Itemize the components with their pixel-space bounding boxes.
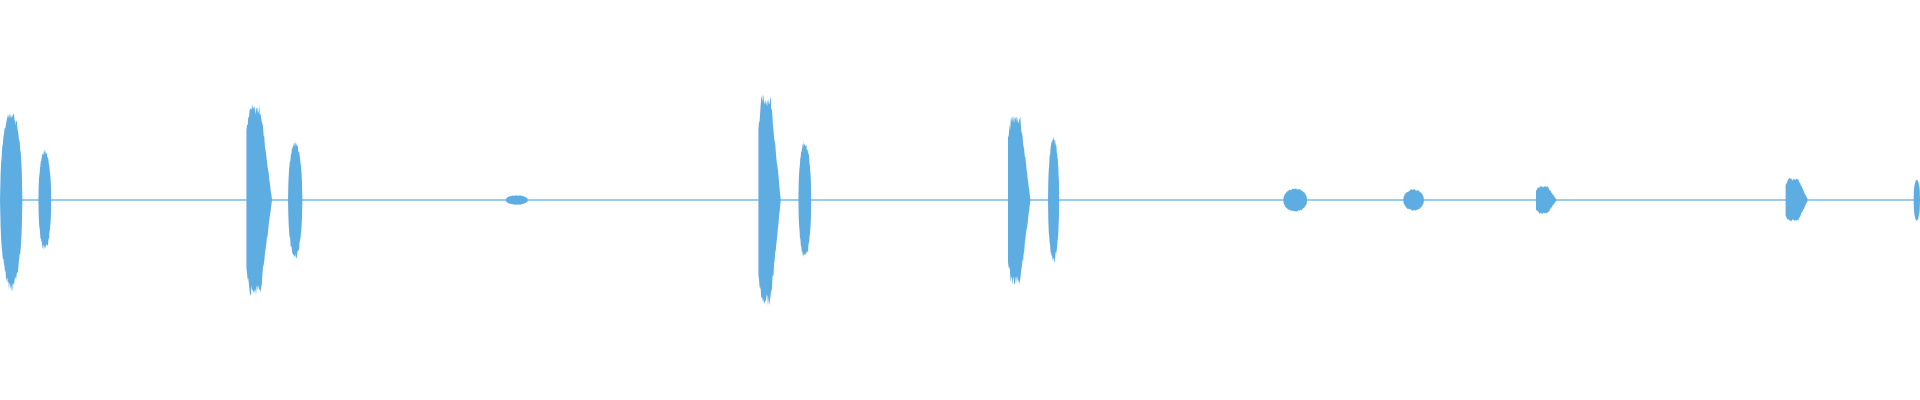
- waveform-burst-10: [1283, 188, 1308, 212]
- waveform-burst-9: [1048, 136, 1060, 263]
- waveform-burst-8: [1008, 116, 1031, 286]
- waveform-burst-6: [758, 94, 781, 306]
- waveform-burst-1: [0, 113, 23, 292]
- waveform-burst-13: [1785, 178, 1808, 222]
- waveform-burst-4: [288, 141, 303, 259]
- waveform-burst-7: [798, 140, 812, 258]
- waveform-burst-2: [38, 149, 52, 251]
- waveform-burst-14: [1913, 178, 1920, 222]
- waveform-burst-5: [505, 195, 528, 205]
- waveform-segments: [0, 94, 1920, 306]
- waveform-burst-11: [1403, 189, 1424, 211]
- waveform-burst-3: [246, 104, 272, 296]
- waveform-burst-12: [1536, 186, 1557, 214]
